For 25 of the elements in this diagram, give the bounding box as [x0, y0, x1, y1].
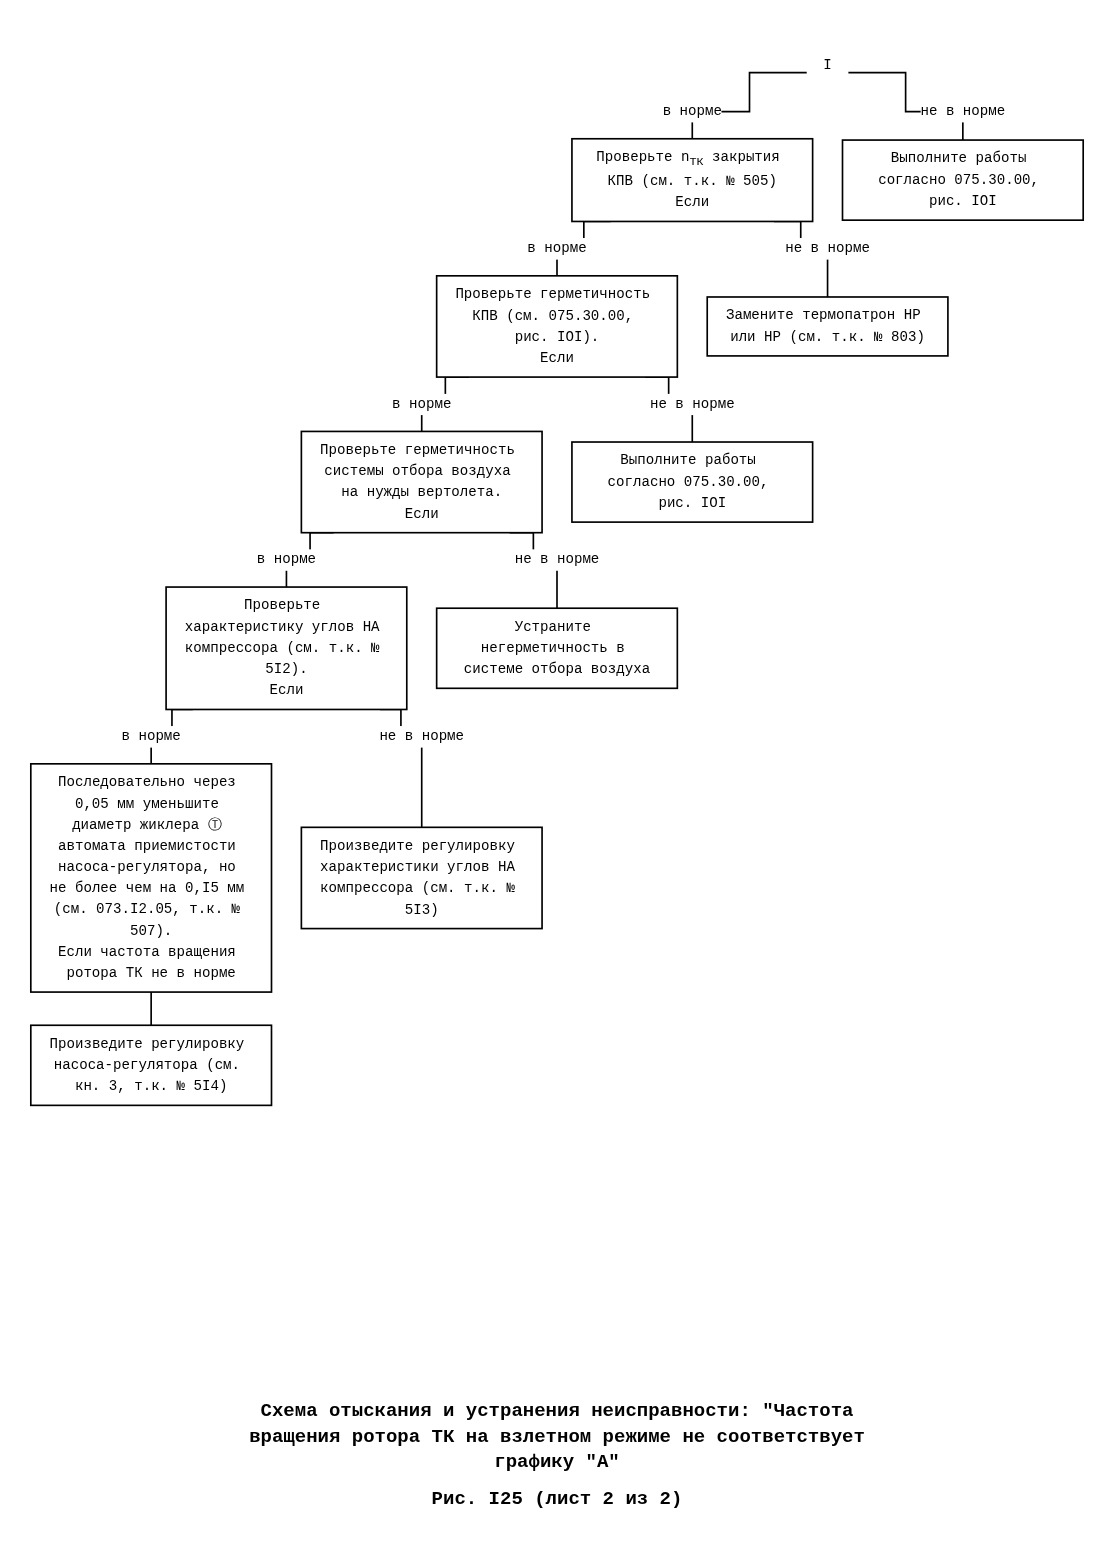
- edge-label: в норме: [527, 240, 587, 257]
- figure-number: Рис. I25 (лист 2 из 2): [431, 1488, 683, 1510]
- node-box: Произведите регулировку насоса-регулятора (см. кн. 3, т.к. № 5I4): [30, 1024, 273, 1107]
- figure-caption: Схема отыскания и устранения неисправности: "Частота вращения ротора ТК на взлетном режиме не соответствует графику "А": [248, 1399, 866, 1476]
- edge-label: не в норме: [920, 103, 1006, 120]
- node-box: Проверьте n$_{ТК}$ закрытия КПВ (см. т.к. № 505) Если: [571, 137, 814, 223]
- edge-label: не в норме: [379, 728, 465, 745]
- node-text: I: [823, 57, 832, 74]
- node-box: Проверьте характеристику углов НА компрессора (см. т.к. № 5I2). Если: [165, 586, 408, 711]
- node-box: Замените термопатрон НР или НР (см. т.к. № 803): [706, 296, 949, 357]
- node-box: Выполните работы согласно 075.30.00, рис. IOI: [571, 441, 814, 523]
- edge-label: не в норме: [785, 240, 870, 257]
- node-box: Произведите регулировку характеристики углов НА компрессора (см. т.к. № 5I3): [300, 826, 543, 930]
- connector: [150, 991, 152, 1027]
- node-box: Проверьте герметичность системы отбора воздуха на нужды вертолета. Если: [300, 430, 543, 534]
- edge-label: в норме: [121, 728, 181, 745]
- edge-label: не в норме: [514, 551, 600, 568]
- node-box: Последовательно через 0,05 мм уменьшите диаметр жиклера Ⓣ автомата приемистости насоса-регулятора, но не более чем на 0,I5 мм (см. 073.I2.05, т.к. № 507). Если частота вращения ротора ТК не в норме: [30, 763, 273, 993]
- node-box: Выполните работы согласно 075.30.00, рис. IOI: [841, 139, 1084, 221]
- node-box: Устраните негерметичность в системе отбора воздуха: [435, 607, 679, 690]
- edge-label: в норме: [392, 396, 452, 412]
- edge-label: в норме: [256, 551, 317, 568]
- edge-label: в норме: [662, 103, 722, 120]
- node-box: Проверьте герметичность КПВ (см. 075.30.00, рис. IOI). Если: [435, 275, 679, 378]
- edge-label: не в норме: [649, 396, 735, 412]
